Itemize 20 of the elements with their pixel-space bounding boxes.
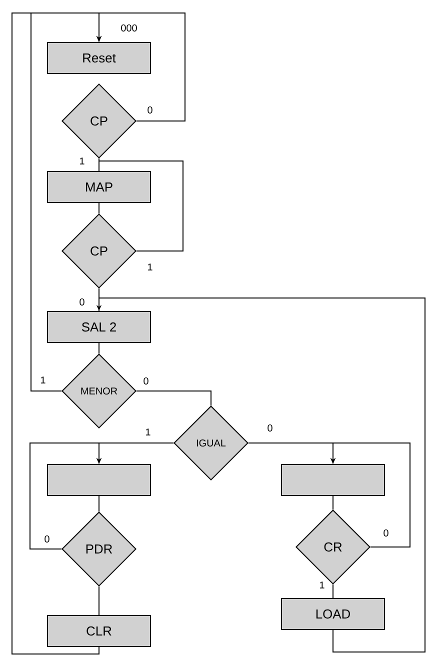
- process-box: Reset: [47, 42, 151, 74]
- empty-process-box: [47, 464, 151, 496]
- empty-process-box: [281, 464, 385, 496]
- edge-label: 0: [146, 105, 154, 115]
- edge-label: 0: [266, 423, 274, 433]
- edge-label: 0: [78, 297, 86, 307]
- edge-label: 1: [78, 156, 86, 166]
- process-box: LOAD: [281, 598, 385, 630]
- edge-label: 0: [382, 528, 390, 538]
- process-box: SAL 2: [47, 311, 151, 343]
- edge-label: 0: [142, 376, 150, 386]
- edge-label: 0: [43, 534, 51, 544]
- process-box: CLR: [47, 615, 151, 647]
- process-box: MAP: [47, 171, 151, 203]
- edge-label: 1: [144, 428, 152, 436]
- arrow: [30, 442, 102, 550]
- arrow: [12, 12, 102, 654]
- edge-label: 1: [146, 262, 154, 272]
- state-code: 000: [120, 23, 138, 33]
- edge-label: 1: [39, 376, 47, 384]
